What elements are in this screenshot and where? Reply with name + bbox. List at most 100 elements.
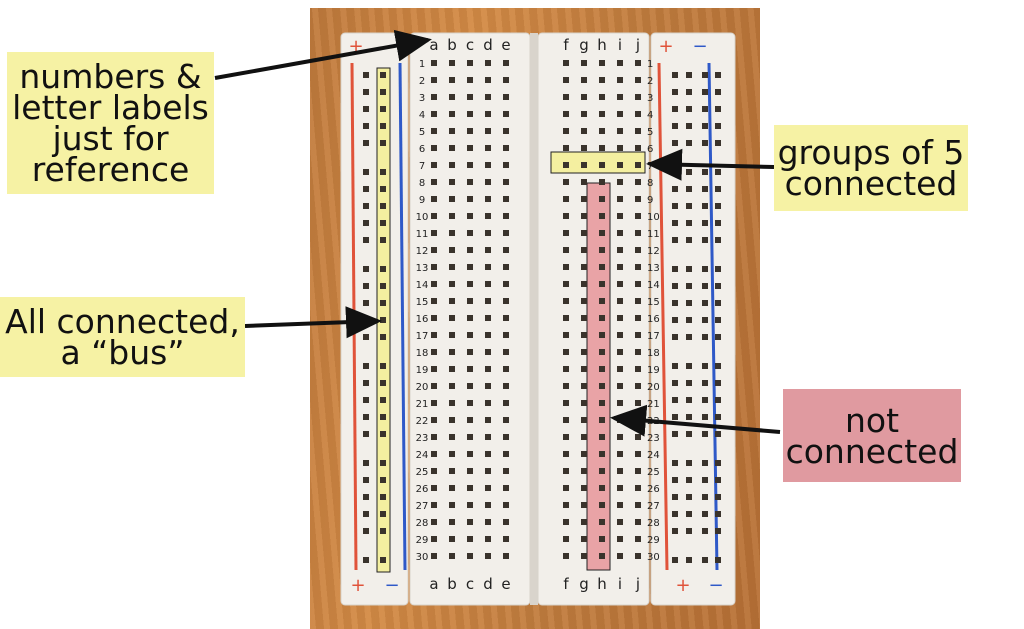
breadboard-hole bbox=[485, 145, 491, 151]
breadboard-hole bbox=[467, 383, 473, 389]
breadboard-hole bbox=[581, 451, 587, 457]
breadboard-hole bbox=[581, 332, 587, 338]
breadboard-hole bbox=[599, 196, 605, 202]
breadboard-hole bbox=[503, 315, 509, 321]
breadboard-hole bbox=[449, 60, 455, 66]
breadboard-hole bbox=[363, 397, 369, 403]
breadboard-hole bbox=[635, 485, 641, 491]
breadboard-hole bbox=[686, 283, 692, 289]
breadboard-hole bbox=[599, 230, 605, 236]
breadboard-hole bbox=[672, 300, 678, 306]
breadboard-hole bbox=[431, 247, 437, 253]
breadboard-hole bbox=[599, 145, 605, 151]
row-number-left: 30 bbox=[416, 552, 429, 563]
breadboard-hole bbox=[617, 468, 623, 474]
breadboard-hole bbox=[431, 383, 437, 389]
breadboard-hole bbox=[503, 332, 509, 338]
breadboard-hole bbox=[380, 72, 386, 78]
breadboard-hole bbox=[702, 89, 708, 95]
breadboard-hole bbox=[635, 502, 641, 508]
breadboard-hole bbox=[380, 317, 386, 323]
row-number-left: 28 bbox=[416, 518, 429, 529]
breadboard-hole bbox=[581, 247, 587, 253]
row-number-left: 21 bbox=[416, 399, 429, 410]
breadboard-hole bbox=[467, 162, 473, 168]
row-number-left: 14 bbox=[416, 280, 429, 291]
row-number-left: 8 bbox=[419, 178, 425, 189]
breadboard-hole bbox=[715, 380, 721, 386]
breadboard-hole bbox=[617, 383, 623, 389]
row-number-left: 10 bbox=[416, 212, 429, 223]
breadboard-hole bbox=[635, 60, 641, 66]
breadboard-hole bbox=[599, 315, 605, 321]
breadboard-hole bbox=[431, 128, 437, 134]
row-number-right: 17 bbox=[647, 331, 660, 342]
row-number-left: 5 bbox=[419, 127, 425, 138]
breadboard-hole bbox=[715, 169, 721, 175]
breadboard-hole bbox=[449, 400, 455, 406]
breadboard-hole bbox=[485, 60, 491, 66]
breadboard-hole bbox=[581, 298, 587, 304]
breadboard-hole bbox=[672, 380, 678, 386]
breadboard-hole bbox=[485, 298, 491, 304]
breadboard-hole bbox=[635, 349, 641, 355]
breadboard-hole bbox=[635, 77, 641, 83]
row-number-left: 25 bbox=[416, 467, 429, 478]
breadboard-hole bbox=[617, 162, 623, 168]
breadboard-hole bbox=[503, 485, 509, 491]
breadboard-hole bbox=[617, 111, 623, 117]
breadboard-hole bbox=[467, 332, 473, 338]
breadboard-hole bbox=[617, 230, 623, 236]
breadboard-hole bbox=[581, 553, 587, 559]
breadboard-hole bbox=[449, 519, 455, 525]
breadboard-hole bbox=[702, 72, 708, 78]
breadboard-hole bbox=[686, 557, 692, 563]
row-number-left: 19 bbox=[416, 365, 429, 376]
breadboard-hole bbox=[380, 186, 386, 192]
breadboard-hole bbox=[617, 298, 623, 304]
breadboard-hole bbox=[485, 451, 491, 457]
breadboard-hole bbox=[702, 397, 708, 403]
breadboard-hole bbox=[702, 106, 708, 112]
breadboard-hole bbox=[431, 281, 437, 287]
breadboard-hole bbox=[485, 281, 491, 287]
breadboard-hole bbox=[503, 128, 509, 134]
row-number-right: 26 bbox=[647, 484, 660, 495]
row-number-left: 17 bbox=[416, 331, 429, 342]
breadboard-hole bbox=[715, 431, 721, 437]
breadboard-hole bbox=[599, 77, 605, 83]
breadboard-hole bbox=[702, 414, 708, 420]
breadboard-hole bbox=[563, 400, 569, 406]
row-number-right: 10 bbox=[647, 212, 660, 223]
breadboard-hole bbox=[449, 128, 455, 134]
breadboard-hole bbox=[599, 94, 605, 100]
breadboard-hole bbox=[431, 519, 437, 525]
breadboard-hole bbox=[715, 140, 721, 146]
breadboard-hole bbox=[380, 300, 386, 306]
row-number-right: 2 bbox=[647, 76, 653, 87]
breadboard-hole bbox=[715, 123, 721, 129]
breadboard-hole bbox=[485, 485, 491, 491]
breadboard-hole bbox=[581, 315, 587, 321]
breadboard-hole bbox=[363, 363, 369, 369]
right-red-rail-line bbox=[657, 62, 669, 571]
breadboard-hole bbox=[635, 366, 641, 372]
breadboard-hole bbox=[503, 60, 509, 66]
breadboard-hole bbox=[431, 553, 437, 559]
breadboard-hole bbox=[380, 283, 386, 289]
breadboard-hole bbox=[635, 451, 641, 457]
breadboard-hole bbox=[380, 140, 386, 146]
breadboard-hole bbox=[431, 400, 437, 406]
breadboard-hole bbox=[672, 283, 678, 289]
breadboard-hole bbox=[363, 169, 369, 175]
breadboard-hole bbox=[467, 196, 473, 202]
breadboard-hole bbox=[686, 397, 692, 403]
breadboard-hole bbox=[686, 89, 692, 95]
breadboard-hole bbox=[449, 213, 455, 219]
breadboard-hole bbox=[485, 366, 491, 372]
row-number-right: 1 bbox=[647, 59, 653, 70]
breadboard-hole bbox=[635, 468, 641, 474]
breadboard-hole bbox=[672, 494, 678, 500]
row-number-right: 21 bbox=[647, 399, 660, 410]
breadboard-hole bbox=[617, 366, 623, 372]
